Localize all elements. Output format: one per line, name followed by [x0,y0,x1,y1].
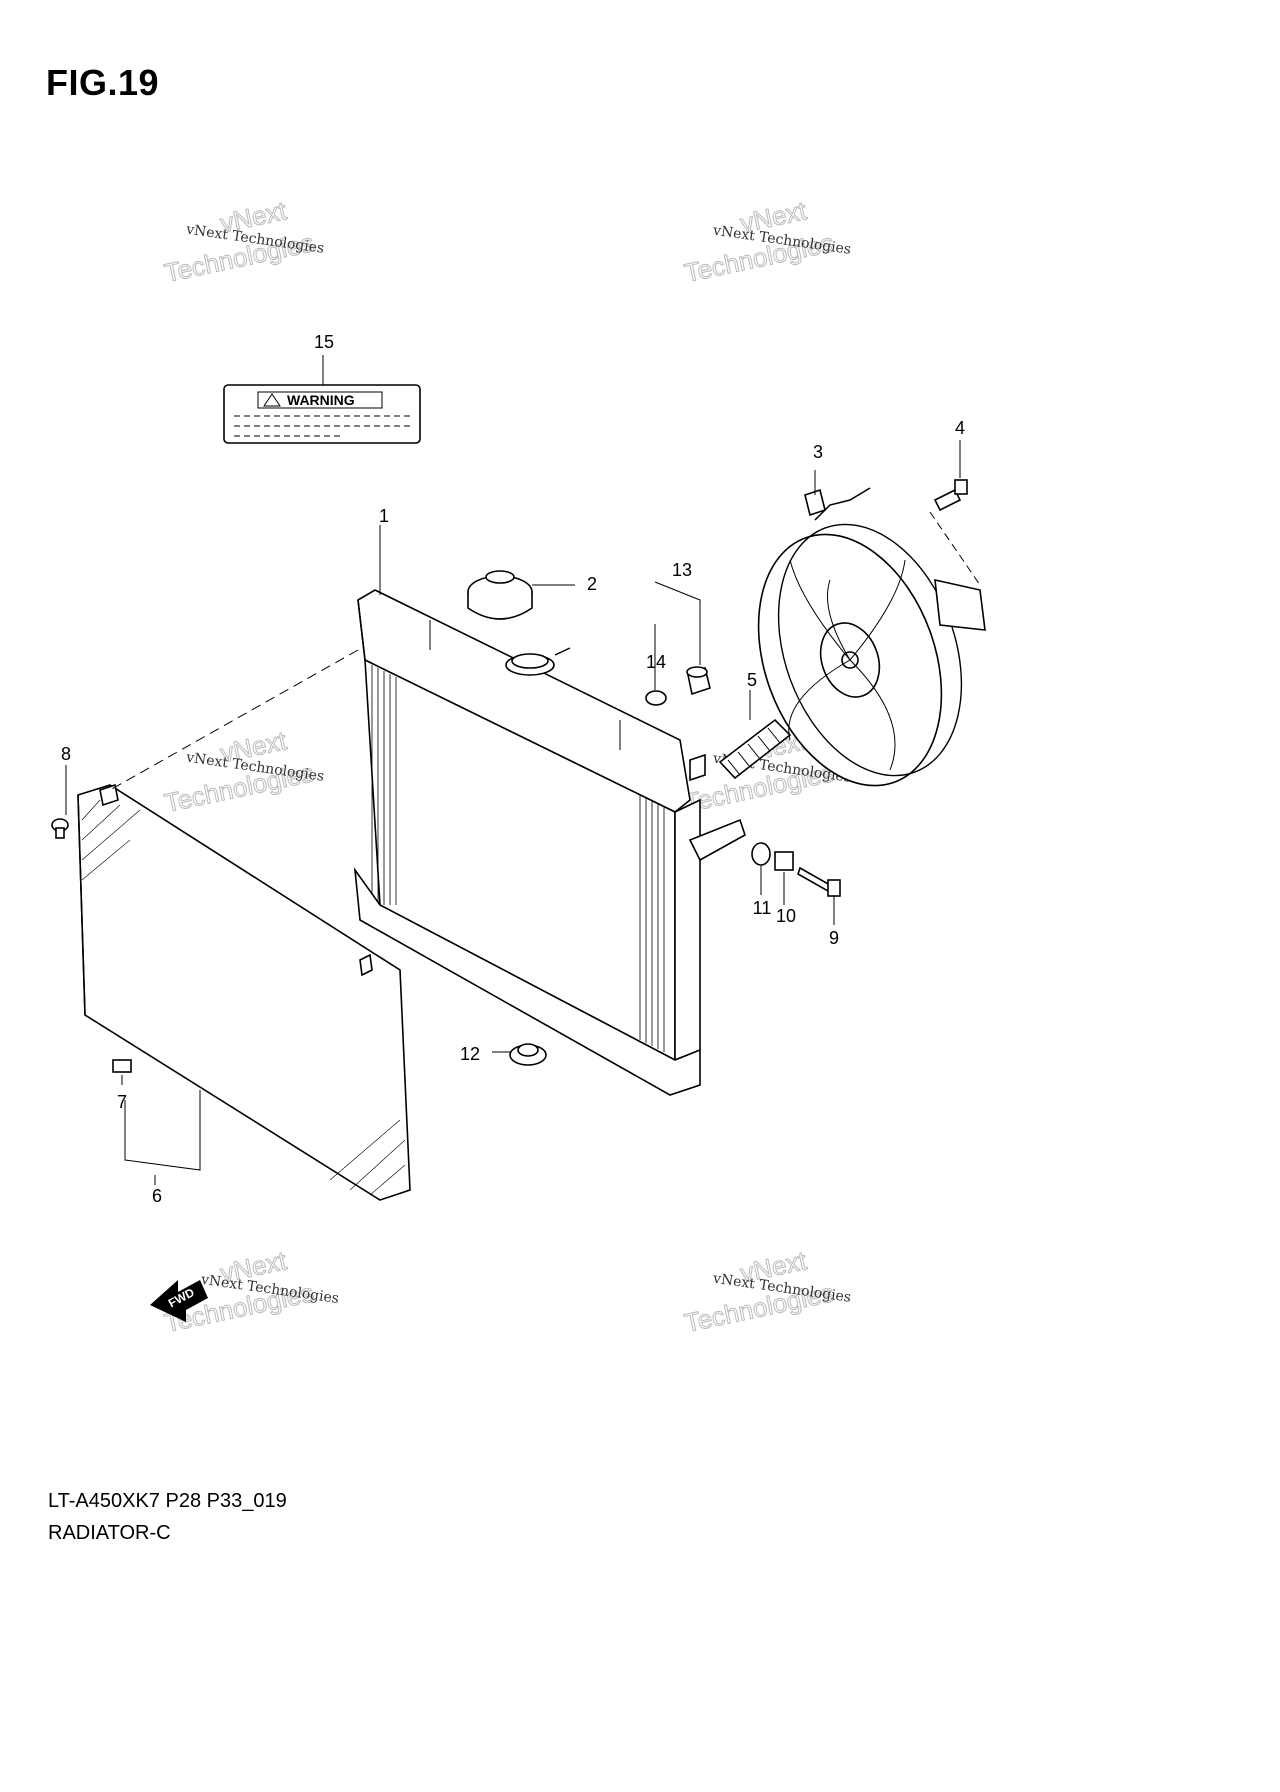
bushing-part-11 [751,842,771,866]
callout-3: 3 [813,442,823,462]
cooling-fan-part-3 [757,487,986,787]
callout-9: 9 [829,928,839,948]
warning-label-part-15: WARNING [223,384,421,444]
clip-part-8 [51,818,69,839]
callout-11: 11 [753,898,772,918]
spring-clamp-part-5 [718,718,792,780]
callout-2: 2 [587,574,597,594]
callout-5: 5 [747,670,757,690]
tab-part-7 [112,1059,132,1073]
figure-code: LT-A450XK7 P28 P33_019 [48,1490,287,1512]
callout-13: 13 [672,560,692,580]
bolt-part-9 [797,866,841,897]
fwd-arrow-icon: FWD [150,1280,208,1322]
radiator-part-1 [353,589,746,1096]
grommet-part-12 [509,1043,547,1066]
thermoswitch-part-13 [686,666,711,696]
radiator-cap-part-2 [467,570,533,620]
figure-name: RADIATOR-C [48,1522,171,1544]
collar-part-10 [774,851,794,871]
callout-14: 14 [646,652,666,672]
callout-1: 1 [379,506,389,526]
bolt-part-4 [933,479,968,512]
figure-title: FIG.19 [46,62,160,103]
callout-7: 7 [117,1092,127,1112]
o-ring-part-14 [645,690,667,706]
callout-15: 15 [314,332,334,352]
callout-8: 8 [61,744,71,764]
warning-label-text: WARNING [287,392,355,408]
callout-10: 10 [776,906,796,926]
callout-4: 4 [955,418,965,438]
callout-12: 12 [460,1044,480,1064]
radiator-screen-part-6 [77,783,411,1201]
callout-6: 6 [152,1186,162,1206]
